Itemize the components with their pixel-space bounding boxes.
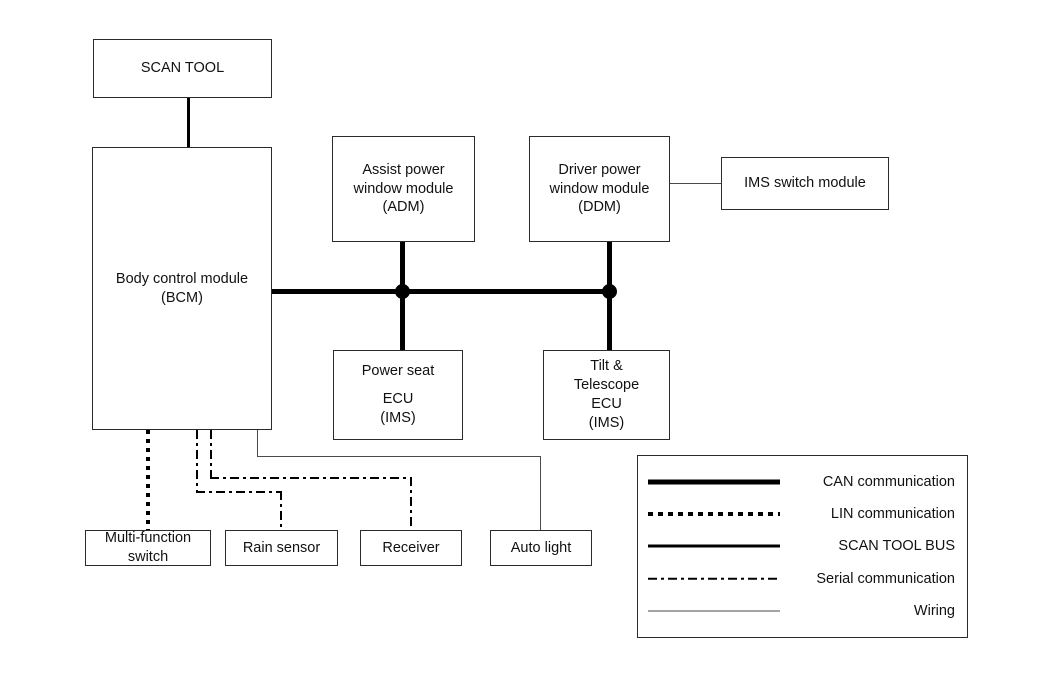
connector-scan-tool-bus xyxy=(187,97,190,149)
legend-label-scan-tool-bus: SCAN TOOL BUS xyxy=(838,538,955,555)
connector-wiring-ims-switch xyxy=(670,183,721,184)
connector-wiring-auto-light-run xyxy=(257,456,541,457)
legend-swatch-serial-icon xyxy=(648,576,780,582)
node-multi-switch-line-1: switch xyxy=(127,549,169,565)
node-auto-light[interactable]: Auto light xyxy=(490,530,592,566)
junction-dot-adm xyxy=(395,284,410,299)
legend-label-wiring: Wiring xyxy=(913,602,955,619)
node-body-control-module[interactable]: Body control module (BCM) xyxy=(92,147,272,430)
legend-swatch-scan-tool-bus-icon xyxy=(648,543,780,549)
legend-label-lin: LIN communication xyxy=(830,506,955,523)
node-scan-tool-line-0: SCAN TOOL xyxy=(140,60,225,77)
node-bcm-line-1: (BCM) xyxy=(161,289,203,306)
legend-row-scan-tool-bus: SCAN TOOL BUS xyxy=(648,533,955,559)
node-power-seat-line-0: Power seat xyxy=(361,363,435,380)
node-scan-tool[interactable]: SCAN TOOL xyxy=(93,39,272,98)
node-ddm-line-1: window module xyxy=(549,180,650,197)
node-power-seat-line-1: ECU xyxy=(382,391,414,408)
node-driver-power-window-module[interactable]: Driver power window module (DDM) xyxy=(529,136,670,242)
connector-can-ddm xyxy=(607,242,612,294)
node-tilt-line-1: Telescope xyxy=(573,377,640,394)
connector-can-power-seat xyxy=(400,289,405,351)
junction-dot-ddm xyxy=(602,284,617,299)
connector-serial-rain-sensor-entry xyxy=(280,491,282,531)
connector-serial-rain-sensor-drop xyxy=(196,430,198,493)
node-ddm-line-0: Driver power xyxy=(558,161,641,178)
node-rain-sensor[interactable]: Rain sensor xyxy=(225,530,338,566)
legend-swatch-wiring-icon xyxy=(648,608,780,614)
connector-wiring-auto-light-drop xyxy=(257,430,258,457)
node-ims-switch-line-0: IMS switch module xyxy=(744,175,866,192)
node-receiver[interactable]: Receiver xyxy=(360,530,462,566)
node-receiver-line-0: Receiver xyxy=(382,539,440,556)
connector-serial-receiver-run xyxy=(210,477,412,479)
connector-serial-rain-sensor-run xyxy=(196,491,282,493)
node-multi-function-switch[interactable]: Multi-function switch xyxy=(85,530,211,566)
connector-can-adm xyxy=(400,242,405,294)
legend-label-serial: Serial communication xyxy=(816,570,955,587)
node-bcm-line-0: Body control module xyxy=(115,270,249,287)
connector-can-backbone xyxy=(271,289,615,294)
legend-row-lin: LIN communication xyxy=(648,501,955,527)
node-tilt-line-0: Tilt & xyxy=(590,358,623,375)
connector-serial-receiver-entry xyxy=(410,477,412,531)
node-tilt-telescope-ecu[interactable]: Tilt & Telescope ECU (IMS) xyxy=(543,350,670,440)
legend-row-serial: Serial communication xyxy=(648,566,955,592)
connector-can-tilt xyxy=(607,289,612,351)
connector-wiring-auto-light-entry xyxy=(540,456,541,531)
legend-row-can: CAN communication xyxy=(648,469,955,495)
node-auto-light-line-0: Auto light xyxy=(510,539,572,556)
node-power-seat-line-2: (IMS) xyxy=(380,409,416,426)
legend-label-can: CAN communication xyxy=(822,474,955,491)
legend-row-wiring: Wiring xyxy=(648,598,955,624)
connector-serial-receiver-drop xyxy=(210,430,212,479)
node-adm-line-1: window module xyxy=(353,180,454,197)
legend-swatch-can-icon xyxy=(648,479,780,485)
node-rain-sensor-line-0: Rain sensor xyxy=(242,539,321,556)
node-adm-line-0: Assist power xyxy=(362,161,445,178)
node-adm-line-2: (ADM) xyxy=(382,199,425,216)
node-ims-switch-module[interactable]: IMS switch module xyxy=(721,157,889,210)
node-power-seat-ecu[interactable]: Power seat ECU (IMS) xyxy=(333,350,463,440)
node-tilt-line-3: (IMS) xyxy=(588,414,625,431)
node-assist-power-window-module[interactable]: Assist power window module (ADM) xyxy=(332,136,475,242)
legend: CAN communication LIN communication SCAN… xyxy=(637,455,968,638)
node-ddm-line-2: (DDM) xyxy=(578,199,621,216)
connector-lin-multi-switch xyxy=(146,430,150,531)
legend-swatch-lin-icon xyxy=(648,511,780,517)
node-multi-switch-line-0: Multi-function xyxy=(104,530,192,547)
node-tilt-line-2: ECU xyxy=(591,396,622,412)
